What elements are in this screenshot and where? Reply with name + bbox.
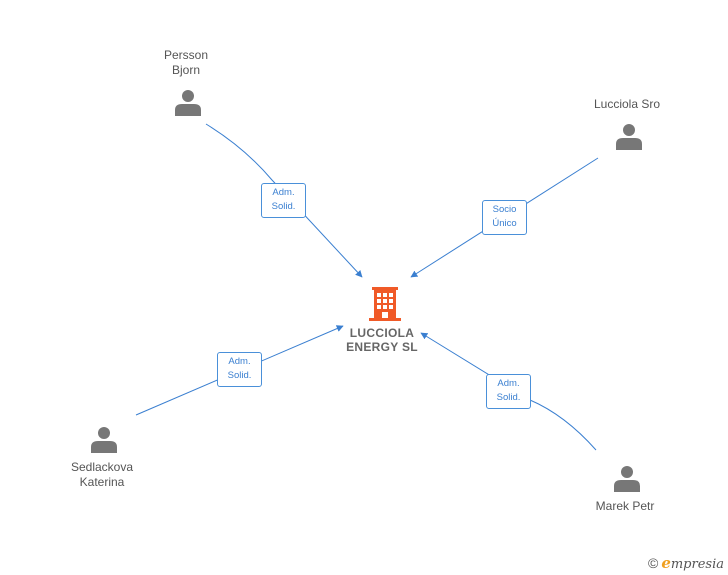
person-icon[interactable]	[91, 427, 117, 453]
copyright-icon: ©	[647, 555, 659, 571]
edge-label-marek: Adm. Solid.	[486, 374, 531, 409]
edge-marek	[420, 332, 597, 451]
node-label-persson[interactable]: Persson Bjorn	[163, 48, 209, 77]
brand-footer: © empresia	[648, 554, 724, 572]
node-label-sedlackova[interactable]: Sedlackova Katerina	[70, 460, 134, 489]
person-icon[interactable]	[614, 466, 640, 492]
edge-persson	[205, 123, 363, 278]
person-icon[interactable]	[616, 124, 642, 150]
node-label-marek[interactable]: Marek Petr	[595, 499, 655, 513]
building-icon[interactable]	[369, 287, 401, 321]
brand-logo: empresia	[661, 554, 724, 572]
edge-label-lucciola-sro: Socio Único	[482, 200, 527, 235]
person-icon[interactable]	[175, 90, 201, 116]
company-name[interactable]: LUCCIOLA ENERGY SL	[346, 326, 418, 354]
edge-label-persson: Adm. Solid.	[261, 183, 306, 218]
node-label-lucciola-sro[interactable]: Lucciola Sro	[593, 97, 661, 111]
edge-label-sedlackova: Adm. Solid.	[217, 352, 262, 387]
